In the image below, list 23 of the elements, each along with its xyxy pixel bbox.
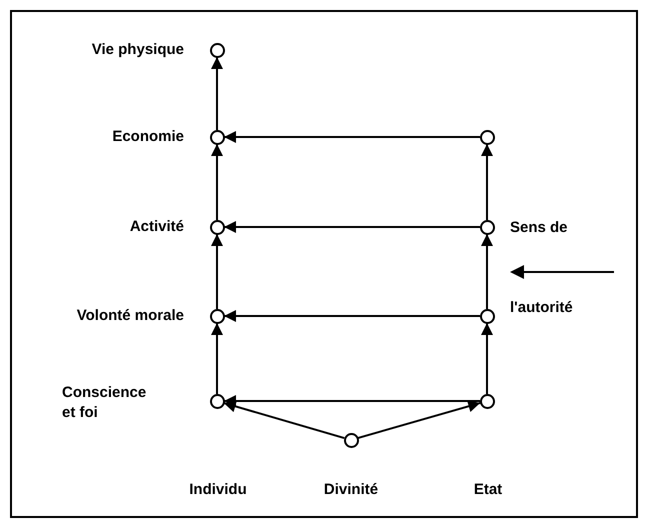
arrow bbox=[211, 234, 223, 309]
row-label: Conscience et foi bbox=[62, 383, 148, 423]
row-label: Activité bbox=[128, 217, 184, 237]
arrow bbox=[481, 323, 493, 394]
row-label: Vie physique bbox=[90, 40, 184, 60]
arrow bbox=[224, 131, 480, 143]
arrow bbox=[224, 221, 480, 233]
arrow bbox=[357, 400, 481, 440]
annotation-text: Sens de bbox=[510, 218, 569, 238]
arrow bbox=[223, 400, 345, 439]
column-label: Individu bbox=[188, 480, 248, 500]
row-label: Volonté morale bbox=[76, 306, 184, 326]
arrow bbox=[224, 310, 480, 322]
column-label: Etat bbox=[472, 480, 504, 500]
row-label: Economie bbox=[111, 127, 184, 147]
arrow bbox=[224, 395, 480, 407]
arrow bbox=[211, 57, 223, 130]
arrow bbox=[211, 323, 223, 394]
arrow bbox=[481, 234, 493, 309]
annotation-text: l'autorité bbox=[510, 298, 574, 318]
arrow bbox=[211, 144, 223, 220]
arrow bbox=[481, 144, 493, 220]
column-label: Divinité bbox=[322, 480, 380, 500]
